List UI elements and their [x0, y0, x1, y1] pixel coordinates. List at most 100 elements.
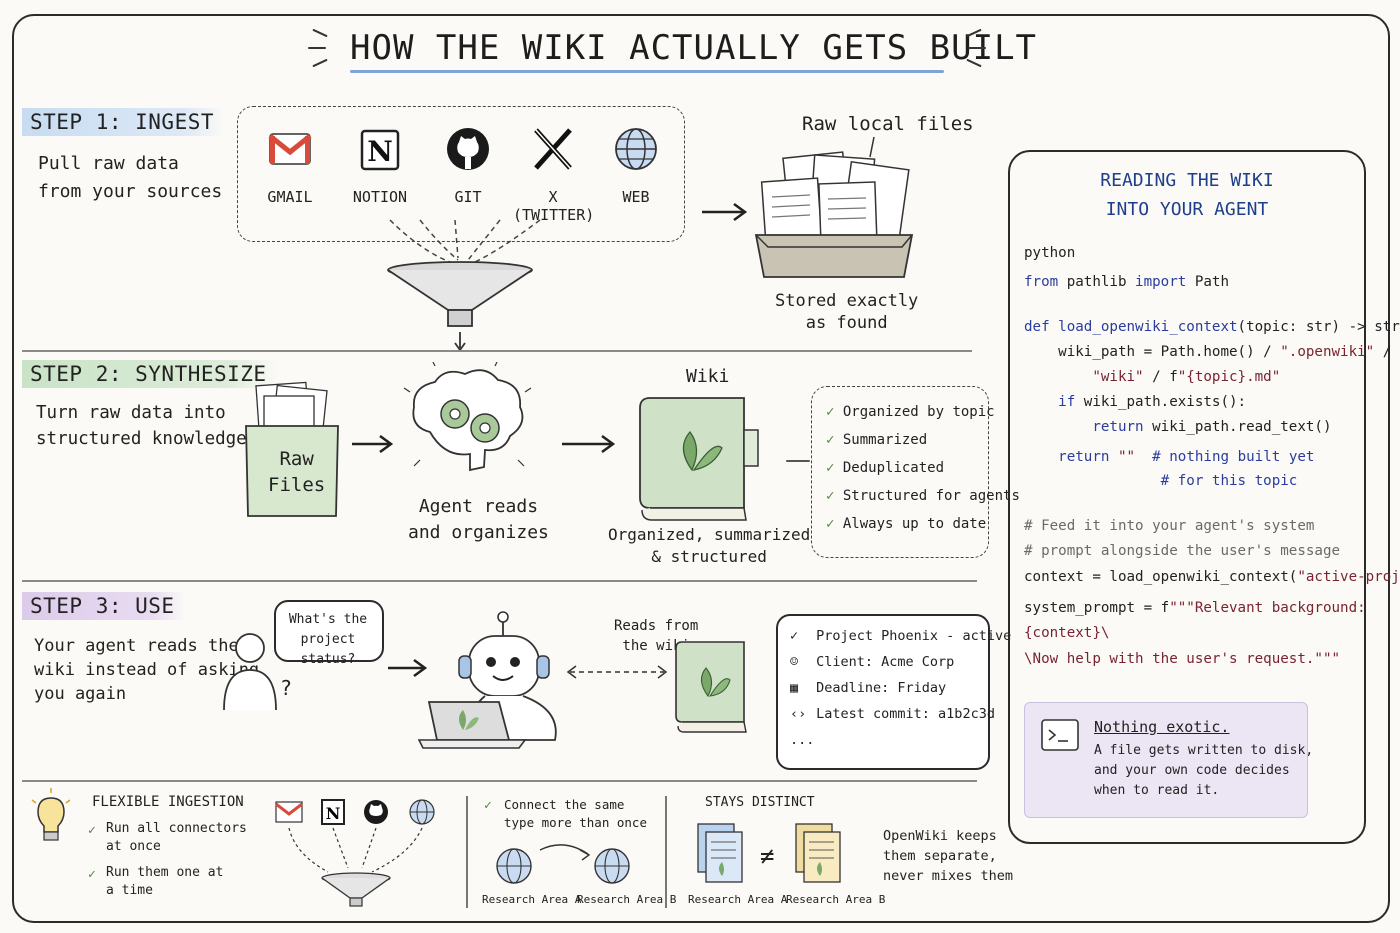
source-x: X (TWITTER): [513, 126, 595, 224]
step1-description: Pull raw data from your sources: [38, 153, 223, 202]
step2-label: STEP 2: SYNTHESIZE: [22, 360, 277, 388]
page-title: HOW THE WIKI ACTUALLY GETS BUILT: [350, 28, 1038, 68]
bottom-divider: [665, 796, 667, 908]
terminal-icon: [1041, 719, 1079, 751]
source-git: GIT: [428, 126, 508, 206]
github-icon: [447, 128, 489, 170]
code-line: wiki_path = Path.home() / ".openwiki" / …: [1024, 344, 1400, 360]
status-ellipsis: ...: [790, 732, 815, 748]
two-globes-icon: [496, 844, 630, 884]
status-item: ☺ Client: Acme Corp: [790, 654, 1011, 680]
feature-text: Summarized: [842, 432, 928, 448]
brain-gears-icon: [403, 362, 532, 472]
wiki-title: Wiki: [686, 366, 730, 387]
status-item: ▦ Deadline: Friday: [790, 680, 1011, 706]
connect-text: Connect the same type more than once: [504, 797, 647, 830]
code-line: # for this topic: [1160, 473, 1298, 489]
raw-files-label: Raw Files: [268, 448, 326, 496]
code-line: \Now help with the user's request.""": [1024, 651, 1341, 667]
check-icon: ✓: [484, 798, 492, 813]
title-tick: [968, 47, 986, 49]
person-icon: [223, 633, 277, 711]
exotic-title: Nothing exotic.: [1094, 718, 1230, 736]
arrow-right-icon: [388, 658, 428, 678]
docs-yellow-icon: [795, 823, 841, 883]
feature-item: ✓ Organized by topic: [826, 404, 1020, 432]
source-web: WEB: [596, 126, 676, 206]
people-icon: ☺: [790, 654, 799, 670]
status-text: Project Phoenix - active: [816, 628, 1012, 644]
question-text: What's the project status?: [288, 612, 368, 667]
step2-description: Turn raw data into structured knowledge: [36, 403, 247, 449]
code-line: return "" # nothing built yet: [1058, 449, 1315, 465]
source-label: X (TWITTER): [513, 188, 595, 224]
feature-text: Structured for agents: [842, 488, 1020, 504]
svg-text:N: N: [367, 135, 393, 168]
source-label: NOTION: [352, 188, 408, 206]
step3-label: STEP 3: USE: [22, 592, 185, 620]
check-icon: ✓: [826, 460, 835, 476]
research-area-a-label: Research Area A: [688, 893, 788, 906]
wiki-features-list: ✓ Organized by topic ✓ Summarized ✓ Dedu…: [826, 404, 1020, 544]
raw-local-files-label: Raw local files: [802, 113, 974, 135]
source-gmail: GMAIL: [250, 126, 330, 206]
wiki-features-box: [811, 386, 989, 558]
check-circle-icon: ✓: [790, 628, 799, 644]
file-tray-icon: [754, 136, 914, 278]
status-item: ✓ Project Phoenix - active: [790, 628, 1011, 654]
code-line: "wiki" / f"{topic}.md": [1092, 369, 1281, 385]
section-divider: [22, 780, 977, 782]
flex-item-text: Run them one at a time: [106, 865, 224, 898]
title-tick: [308, 47, 326, 49]
code-comment: # prompt alongside the user's message: [1024, 543, 1341, 559]
feature-item: ✓ Deduplicated: [826, 460, 1020, 488]
code-line: if wiki_path.exists():: [1058, 394, 1247, 410]
check-icon: ✓: [826, 432, 835, 448]
code-panel-heading: READING THE WIKI INTO YOUR AGENT: [1100, 170, 1274, 220]
code-line: {context}\: [1024, 625, 1110, 641]
docs-blue-icon: [697, 823, 743, 883]
status-list: ✓ Project Phoenix - active ☺ Client: Acm…: [790, 628, 1011, 752]
research-area-a-label: Research Area A: [482, 893, 582, 906]
robot-laptop-icon: [417, 611, 557, 749]
status-text: Deadline: Friday: [816, 680, 947, 696]
code-icon: ‹›: [790, 706, 807, 722]
step1-label: STEP 1: INGEST: [22, 108, 225, 136]
mini-ingestion-funnel-icon: N: [275, 799, 435, 907]
feature-item: ✓ Always up to date: [826, 516, 1020, 544]
lightbulb-icon: [31, 788, 71, 841]
notion-icon: N: [360, 129, 400, 171]
svg-text:N: N: [326, 804, 341, 823]
question-mark: ?: [280, 676, 293, 700]
arrow-right-icon: [702, 202, 748, 222]
feature-item: ✓ Structured for agents: [826, 488, 1020, 516]
agent-reads-label: Agent reads and organizes: [408, 496, 549, 543]
status-item: ‹› Latest commit: a1b2c3d: [790, 706, 1011, 732]
question-bubble: [274, 600, 384, 662]
flex-item-text: Run all connectors at once: [106, 821, 247, 854]
openwiki-separate-text: OpenWiki keeps them separate, never mixe…: [883, 828, 1014, 884]
source-label: GMAIL: [267, 188, 313, 206]
exotic-body: A file gets written to disk, and your ow…: [1094, 743, 1314, 798]
arrow-right-icon: [352, 434, 394, 454]
check-icon: ✓: [826, 488, 835, 504]
flex-item: ✓: [88, 866, 96, 884]
stored-exactly-label: Stored exactly as found: [775, 291, 919, 333]
source-notion: N NOTION: [340, 126, 420, 206]
sources-box: [237, 106, 685, 242]
bidirectional-arrow-icon: [566, 665, 668, 679]
check-icon: ✓: [88, 867, 96, 882]
connector-dash: [786, 460, 810, 462]
code-lang: python: [1024, 245, 1076, 261]
feature-text: Always up to date: [842, 516, 987, 532]
flex-item: ✓: [88, 822, 96, 840]
code-comment: # Feed it into your agent's system: [1024, 518, 1315, 534]
bottom-divider: [466, 796, 468, 908]
code-line: from pathlib import Path: [1024, 274, 1230, 290]
gmail-icon: [268, 133, 312, 165]
code-line: context = load_openwiki_context("active-…: [1024, 569, 1400, 585]
check-icon: ✓: [826, 404, 835, 420]
title-underline: [350, 70, 944, 73]
status-bubble: [776, 614, 990, 770]
